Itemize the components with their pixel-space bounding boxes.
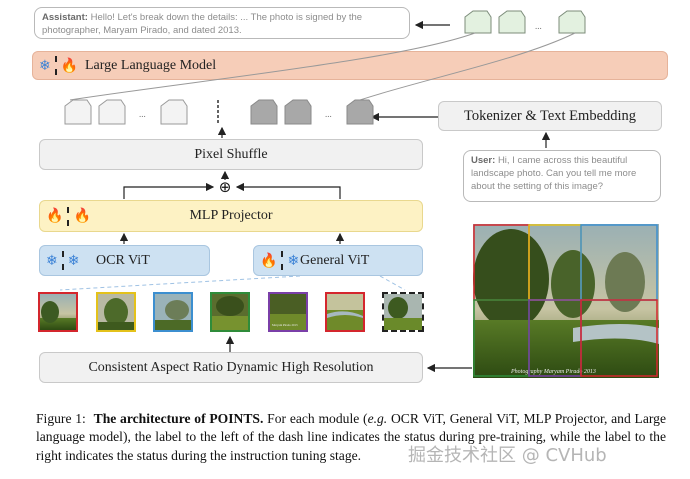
image-tile-global — [382, 292, 424, 332]
image-token — [160, 99, 188, 125]
caption-eg: e.g. — [367, 411, 388, 426]
text-token-ellipsis: ... — [325, 109, 332, 119]
assistant-label: Assistant: — [42, 12, 88, 23]
photo-signature: Photography Maryam Pirado 2013 — [510, 369, 596, 375]
caption-text-1: For each module ( — [263, 411, 368, 426]
image-tiles-row: Maryam Pirado 2013 — [38, 292, 428, 332]
dash-separator — [61, 251, 64, 270]
tokenizer-label: Tokenizer & Text Embedding — [463, 107, 637, 124]
dash-separator — [54, 56, 57, 75]
output-token-ellipsis: ... — [535, 21, 542, 31]
snowflake-icon: ❄ — [46, 252, 58, 269]
image-token — [98, 99, 126, 125]
mlp-label: MLP Projector — [189, 208, 273, 223]
output-token — [464, 10, 492, 34]
connectors — [59, 20, 576, 373]
concat-plus-node: ⊕ — [218, 178, 232, 196]
general-vit-block: 🔥 ❄ General ViT — [253, 245, 423, 276]
dynamic-res-label: Consistent Aspect Ratio Dynamic High Res… — [88, 359, 374, 375]
snowflake-icon: ❄ — [39, 57, 51, 74]
watermark: 掘金技术社区 @ CVHub — [408, 445, 607, 466]
image-tile — [38, 292, 78, 332]
assistant-text: Hello! Let's break down the details: ...… — [42, 12, 363, 37]
input-tokens: ... ... — [64, 99, 374, 125]
caption-label: Figure 1: — [36, 411, 86, 426]
user-query-bubble: User: Hi, I came across this beautiful l… — [463, 150, 661, 202]
mlp-projector-block: 🔥 🔥 MLP Projector — [39, 200, 423, 232]
user-label: User: — [471, 155, 496, 166]
ocr-vit-block: ❄ ❄ OCR ViT — [39, 245, 210, 276]
dash-separator — [67, 206, 70, 226]
fire-icon: 🔥 — [73, 208, 91, 224]
pixel-shuffle-label: Pixel Shuffle — [194, 146, 268, 162]
image-token-ellipsis: ... — [139, 109, 146, 119]
text-token — [284, 99, 312, 125]
image-tile — [325, 292, 365, 332]
output-token — [558, 10, 586, 34]
figure-caption: Figure 1: The architecture of POINTS. Fo… — [36, 410, 666, 465]
fire-icon: 🔥 — [60, 57, 79, 74]
dynamic-high-resolution-block: Consistent Aspect Ratio Dynamic High Res… — [39, 352, 423, 383]
large-language-model-block: ❄ 🔥 Large Language Model — [32, 51, 668, 80]
caption-text-2: OCR ViT, General ViT, MLP Projector, and… — [36, 411, 666, 463]
ocr-vit-label: OCR ViT — [96, 252, 150, 268]
output-tokens: ... — [464, 10, 586, 34]
llm-label: Large Language Model — [85, 57, 217, 73]
fire-icon: 🔥 — [260, 252, 278, 269]
general-vit-label: General ViT — [300, 252, 370, 268]
caption-title: The architecture of POINTS. — [93, 411, 264, 426]
image-token — [64, 99, 92, 125]
tokenizer-text-embedding-block: Tokenizer & Text Embedding — [438, 101, 662, 131]
snowflake-icon: ❄ — [287, 252, 300, 269]
image-tile: Maryam Pirado 2013 — [268, 292, 308, 332]
text-token — [250, 99, 278, 125]
text-token — [346, 99, 374, 125]
output-token — [498, 10, 526, 34]
tile-signature: Maryam Pirado 2013 — [272, 323, 298, 327]
assistant-response-bubble: Assistant: Hello! Let's break down the d… — [34, 7, 410, 39]
image-tile — [153, 292, 193, 332]
fire-icon: 🔥 — [46, 208, 64, 224]
snowflake-icon: ❄ — [67, 252, 80, 269]
dash-separator — [281, 251, 284, 270]
image-tile — [210, 292, 250, 332]
image-tile — [96, 292, 136, 332]
input-landscape-photo: Photography Maryam Pirado 2013 — [473, 224, 659, 378]
pixel-shuffle-block: Pixel Shuffle — [39, 139, 423, 170]
user-text: Hi, I came across this beautiful landsca… — [471, 155, 637, 193]
